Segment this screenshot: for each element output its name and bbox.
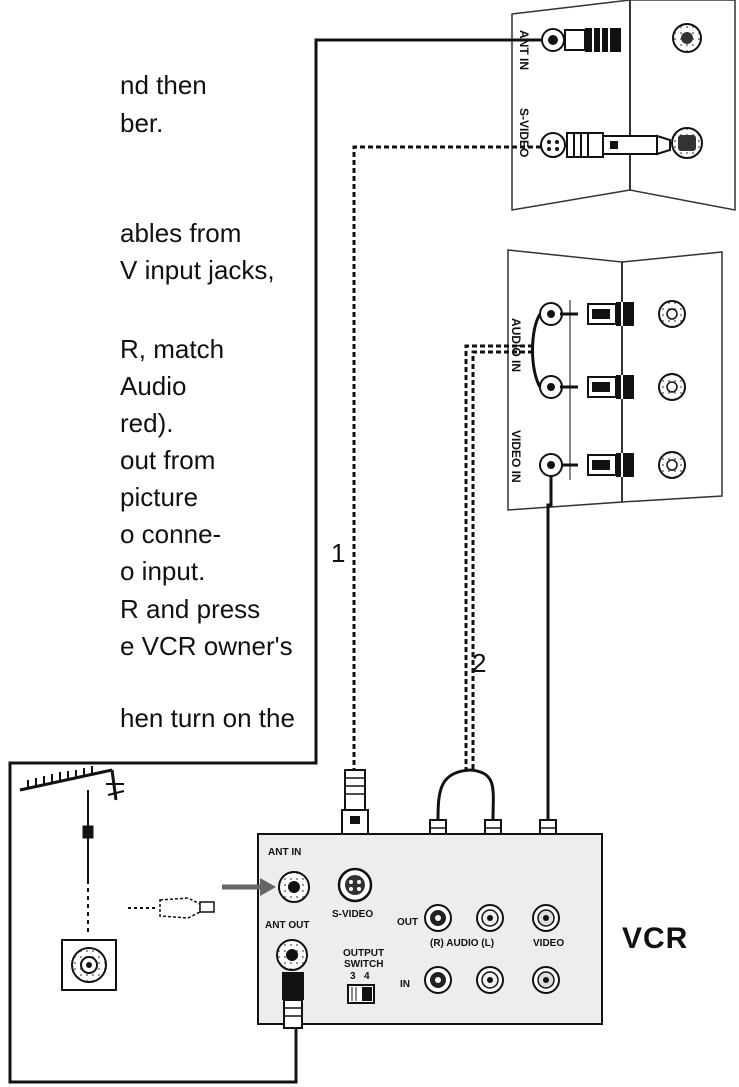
tv-s-video-jack <box>540 132 566 158</box>
tv-audio-in-jack-right <box>539 375 563 399</box>
vcr-ant-in-jack <box>278 871 310 903</box>
cable-2-callout: 2 <box>472 648 487 678</box>
vcr-ant-in-label: ANT IN <box>268 847 301 858</box>
output-switch <box>347 984 375 1004</box>
rca-plug-icon <box>587 373 686 401</box>
instruction-line: V input jacks, <box>120 255 275 285</box>
vcr-video-in-jack <box>532 966 560 994</box>
vcr-audio-in-right-jack <box>424 966 452 994</box>
tv-audio-in-jack-left <box>539 302 563 326</box>
vcr-out-label: OUT <box>397 917 418 928</box>
vcr-s-video-jack <box>337 867 373 903</box>
cable-1-callout: 1 <box>331 538 346 568</box>
video-cable <box>546 463 578 820</box>
vcr-ch4-label: 4 <box>364 971 370 982</box>
vcr-video-out-jack <box>532 904 560 932</box>
vcr-ant-out-jack <box>276 939 308 971</box>
rca-plug-icon <box>587 451 686 479</box>
vcr-audio-label: (R) AUDIO (L) <box>430 938 494 949</box>
instruction-line: o conne- <box>120 519 222 549</box>
vcr-audio-out-left-jack <box>476 904 504 932</box>
vcr-in-label: IN <box>400 979 410 990</box>
tv-ant-in-label: ANT IN <box>517 30 531 70</box>
s-video-cable <box>352 145 541 770</box>
instruction-line: hen turn on the <box>120 703 295 733</box>
instruction-line: e VCR owner's <box>120 631 293 661</box>
vcr-switch-label: SWITCH <box>344 959 383 970</box>
rca-plug-icon <box>587 300 686 328</box>
vcr-s-video-label: S-VIDEO <box>332 909 373 920</box>
instruction-line: Audio <box>120 371 187 401</box>
wall-outlet-icon <box>61 939 117 991</box>
s-video-plug-icon <box>566 132 671 158</box>
s-video-plug-end-icon <box>671 127 703 159</box>
vcr-video-label: VIDEO <box>533 938 564 949</box>
vcr-audio-out-right-jack <box>424 904 452 932</box>
instruction-line: ables from <box>120 218 242 248</box>
vcr-output-label: OUTPUT <box>343 948 384 959</box>
instruction-line: R, match <box>120 334 225 364</box>
antenna-icon <box>19 766 125 935</box>
instruction-line: R and press <box>120 594 261 624</box>
vcr-ch3-label: 3 <box>350 971 356 982</box>
tv-video-in-label: VIDEO IN <box>509 430 523 483</box>
tv-video-in-jack <box>539 453 563 477</box>
instruction-line: out from <box>120 445 216 475</box>
antenna-adapter-icon <box>128 897 215 919</box>
instruction-line: ber. <box>120 108 164 138</box>
antenna-plug-end-icon <box>672 23 702 53</box>
tv-s-video-label: S-VIDEO <box>517 108 531 157</box>
vcr-title: VCR <box>622 922 689 955</box>
instruction-line: red). <box>120 408 174 438</box>
instruction-line: o input. <box>120 556 206 586</box>
tv-ant-in-jack <box>541 28 565 52</box>
audio-cable <box>531 312 578 389</box>
instruction-line: nd then <box>120 70 207 100</box>
tv-rear-panel-top <box>511 0 736 211</box>
vcr-audio-in-left-jack <box>476 966 504 994</box>
antenna-cable <box>8 38 541 1084</box>
antenna-plug-icon <box>282 972 304 1029</box>
vcr-ant-out-label: ANT OUT <box>265 920 309 931</box>
audio-cable-dashed <box>464 344 533 770</box>
instruction-line: picture <box>120 482 199 512</box>
audio-cable-split <box>436 768 495 821</box>
arrow-right-icon <box>222 878 276 896</box>
antenna-plug-icon <box>564 28 621 52</box>
